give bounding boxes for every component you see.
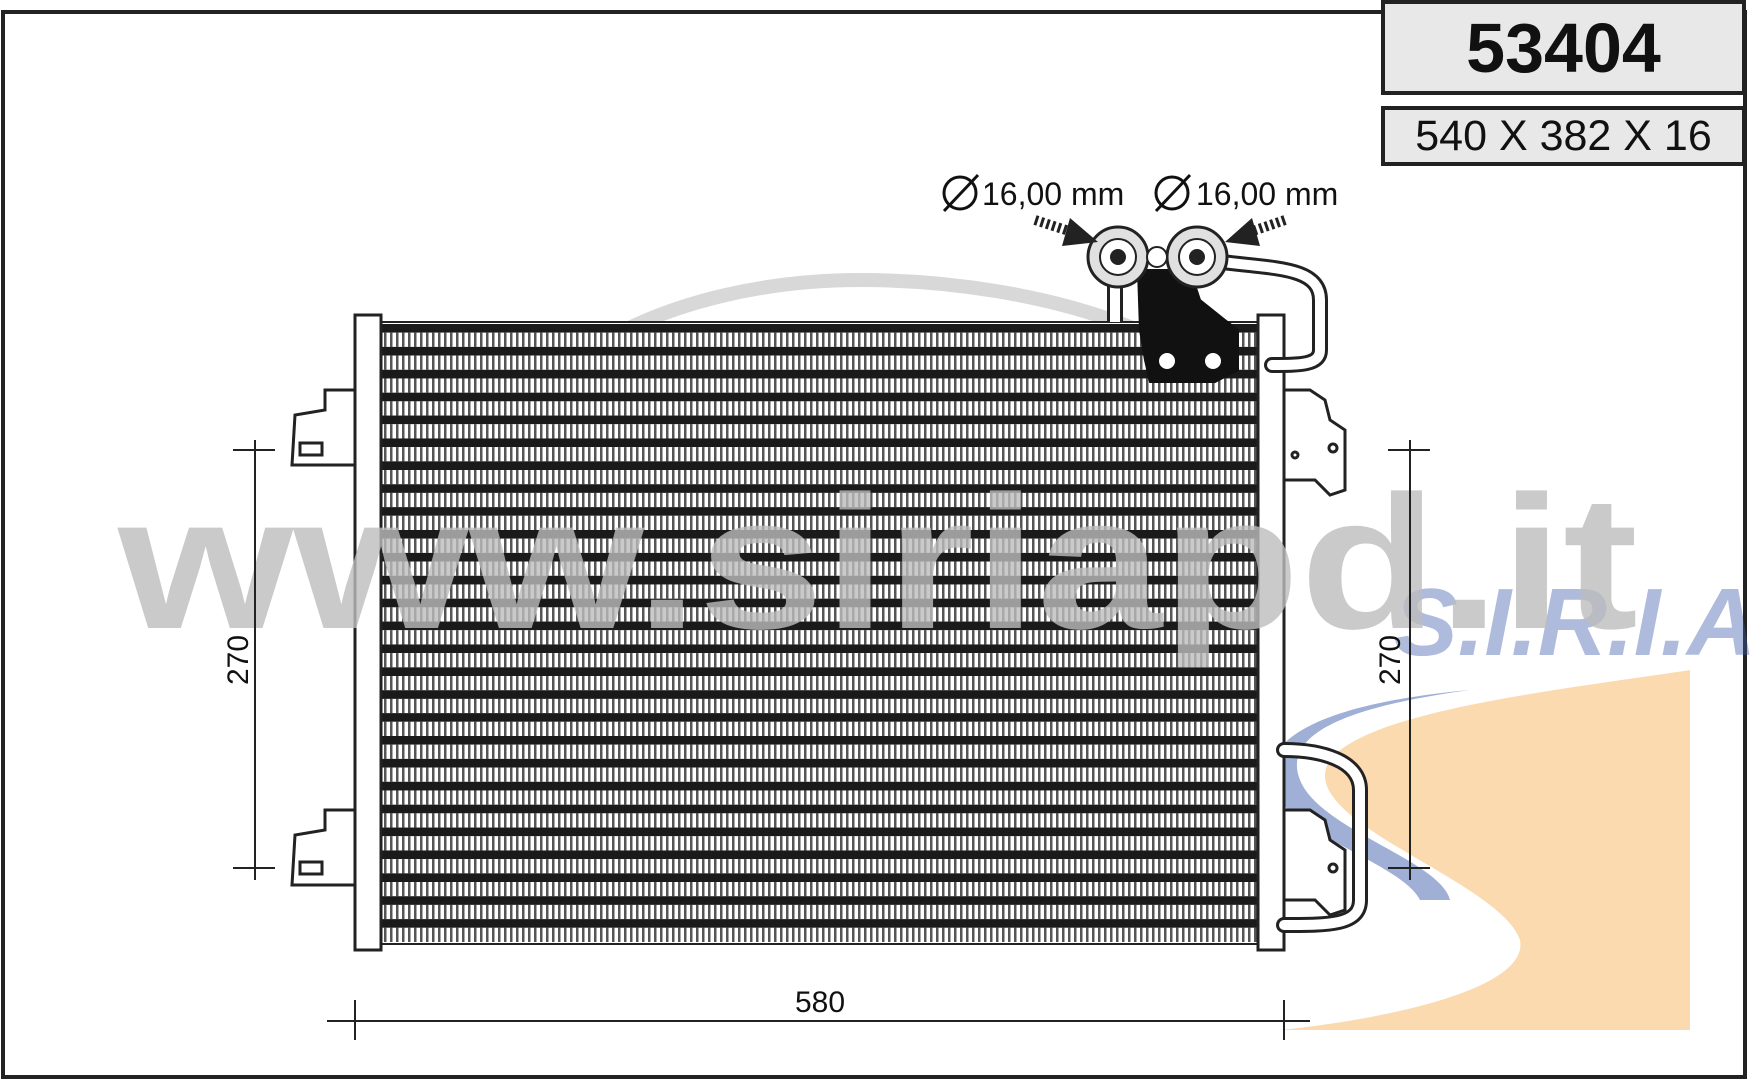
- condenser-tube: [382, 873, 1258, 883]
- condenser-fin: [382, 332, 1258, 347]
- flange-bolt-right: [1205, 353, 1221, 369]
- condenser-tube: [382, 507, 1258, 516]
- pipe-diameter-left: 16,00 mm: [982, 176, 1124, 212]
- condenser-fin: [382, 790, 1258, 805]
- condenser-tube: [382, 919, 1258, 928]
- condenser-tube: [382, 758, 1258, 768]
- brand-text: S.I.R.I.A: [1394, 569, 1750, 676]
- condenser-fin: [382, 424, 1258, 439]
- condenser-tube: [382, 804, 1258, 814]
- condenser-fin: [382, 355, 1258, 370]
- condenser-tube: [382, 575, 1258, 585]
- brand-swoosh-orange: [1280, 670, 1690, 1030]
- condenser-tube: [382, 530, 1258, 539]
- dimensions-box: 540 X 382 X 16: [1381, 106, 1746, 166]
- dim-height-right-label: 270: [1374, 635, 1407, 685]
- part-number-box: 53404: [1381, 0, 1746, 95]
- brand-logo: S.I.R.I.A: [1270, 569, 1750, 1030]
- condenser-tube: [382, 484, 1258, 493]
- arrow-left: [1033, 215, 1098, 246]
- condenser-tube: [382, 667, 1258, 677]
- condenser-fin: [382, 492, 1258, 508]
- condenser-fin: [382, 470, 1258, 485]
- condenser-tube: [382, 827, 1258, 837]
- condenser-tube: [382, 346, 1258, 356]
- pipe-label-left: 16,00 mm: [942, 173, 1124, 213]
- condenser-fin: [382, 698, 1258, 714]
- condenser-tube: [382, 621, 1258, 631]
- right-header-tank: [1256, 313, 1286, 952]
- connector-right: [1165, 225, 1229, 289]
- part-number: 53404: [1466, 8, 1661, 87]
- right-bracket-top: [1282, 388, 1347, 497]
- condenser-fin: [382, 676, 1258, 691]
- condenser-tube: [382, 369, 1258, 379]
- condenser-tube: [382, 415, 1258, 425]
- left-bracket-bottom: [290, 808, 357, 887]
- condenser-tube: [382, 461, 1258, 471]
- condenser-tube: [382, 850, 1258, 860]
- condenser-fin: [382, 561, 1258, 576]
- dim-width-label: 580: [795, 986, 845, 1019]
- condenser-tube: [382, 896, 1258, 905]
- condenser-fin: [382, 538, 1258, 553]
- condenser-fin: [382, 767, 1258, 782]
- condenser-tube: [382, 736, 1258, 745]
- condenser-tube: [382, 438, 1258, 448]
- condenser-fin: [382, 744, 1258, 759]
- condenser-tube: [382, 392, 1258, 402]
- condenser-fin: [382, 859, 1258, 874]
- condenser-fin: [382, 813, 1258, 828]
- arrow-right: [1225, 215, 1287, 246]
- condenser-tube: [382, 324, 1258, 333]
- condenser-fin: [382, 653, 1258, 668]
- connector-left: [1086, 225, 1150, 289]
- right-bracket-bottom: [1282, 808, 1347, 917]
- watermark-text: www.siriapd.it: [117, 457, 1638, 669]
- condenser-tube: [382, 552, 1258, 562]
- condenser-fin: [382, 721, 1258, 736]
- condenser-fin: [382, 882, 1258, 897]
- dimension-height-left: [233, 440, 275, 880]
- left-bracket-top: [290, 388, 357, 467]
- condenser-fin: [382, 927, 1258, 942]
- connector-center-bolt: [1146, 246, 1168, 268]
- condenser-fin: [382, 378, 1258, 393]
- condenser-fin: [382, 401, 1258, 416]
- dimension-height-right: [1388, 440, 1430, 880]
- condenser-fin: [382, 515, 1258, 530]
- dimension-width: [327, 1000, 1310, 1040]
- brand-swoosh-blue: [1270, 690, 1470, 900]
- condenser-fin: [382, 584, 1258, 599]
- diameter-icon: [942, 175, 978, 211]
- condenser-fin: [382, 904, 1258, 920]
- condenser-tube: [382, 690, 1258, 699]
- condenser-fin: [382, 630, 1258, 645]
- condenser-tube: [382, 781, 1258, 791]
- condenser-fin: [382, 447, 1258, 462]
- condenser-tube: [382, 713, 1258, 722]
- flange-bolt-left: [1159, 353, 1175, 369]
- condenser-tube: [382, 644, 1258, 654]
- condenser-core: [379, 321, 1261, 945]
- diameter-icon: [1154, 175, 1190, 211]
- condenser-fin: [382, 836, 1258, 851]
- pipe-diameter-right: 16,00 mm: [1196, 176, 1338, 212]
- pipe-label-right: 16,00 mm: [1154, 173, 1338, 213]
- condenser-fin: [382, 607, 1258, 622]
- dim-height-left-label: 270: [222, 635, 255, 685]
- dimensions-text: 540 X 382 X 16: [1415, 111, 1712, 160]
- left-header-tank: [353, 313, 383, 952]
- condenser-tube: [382, 598, 1258, 608]
